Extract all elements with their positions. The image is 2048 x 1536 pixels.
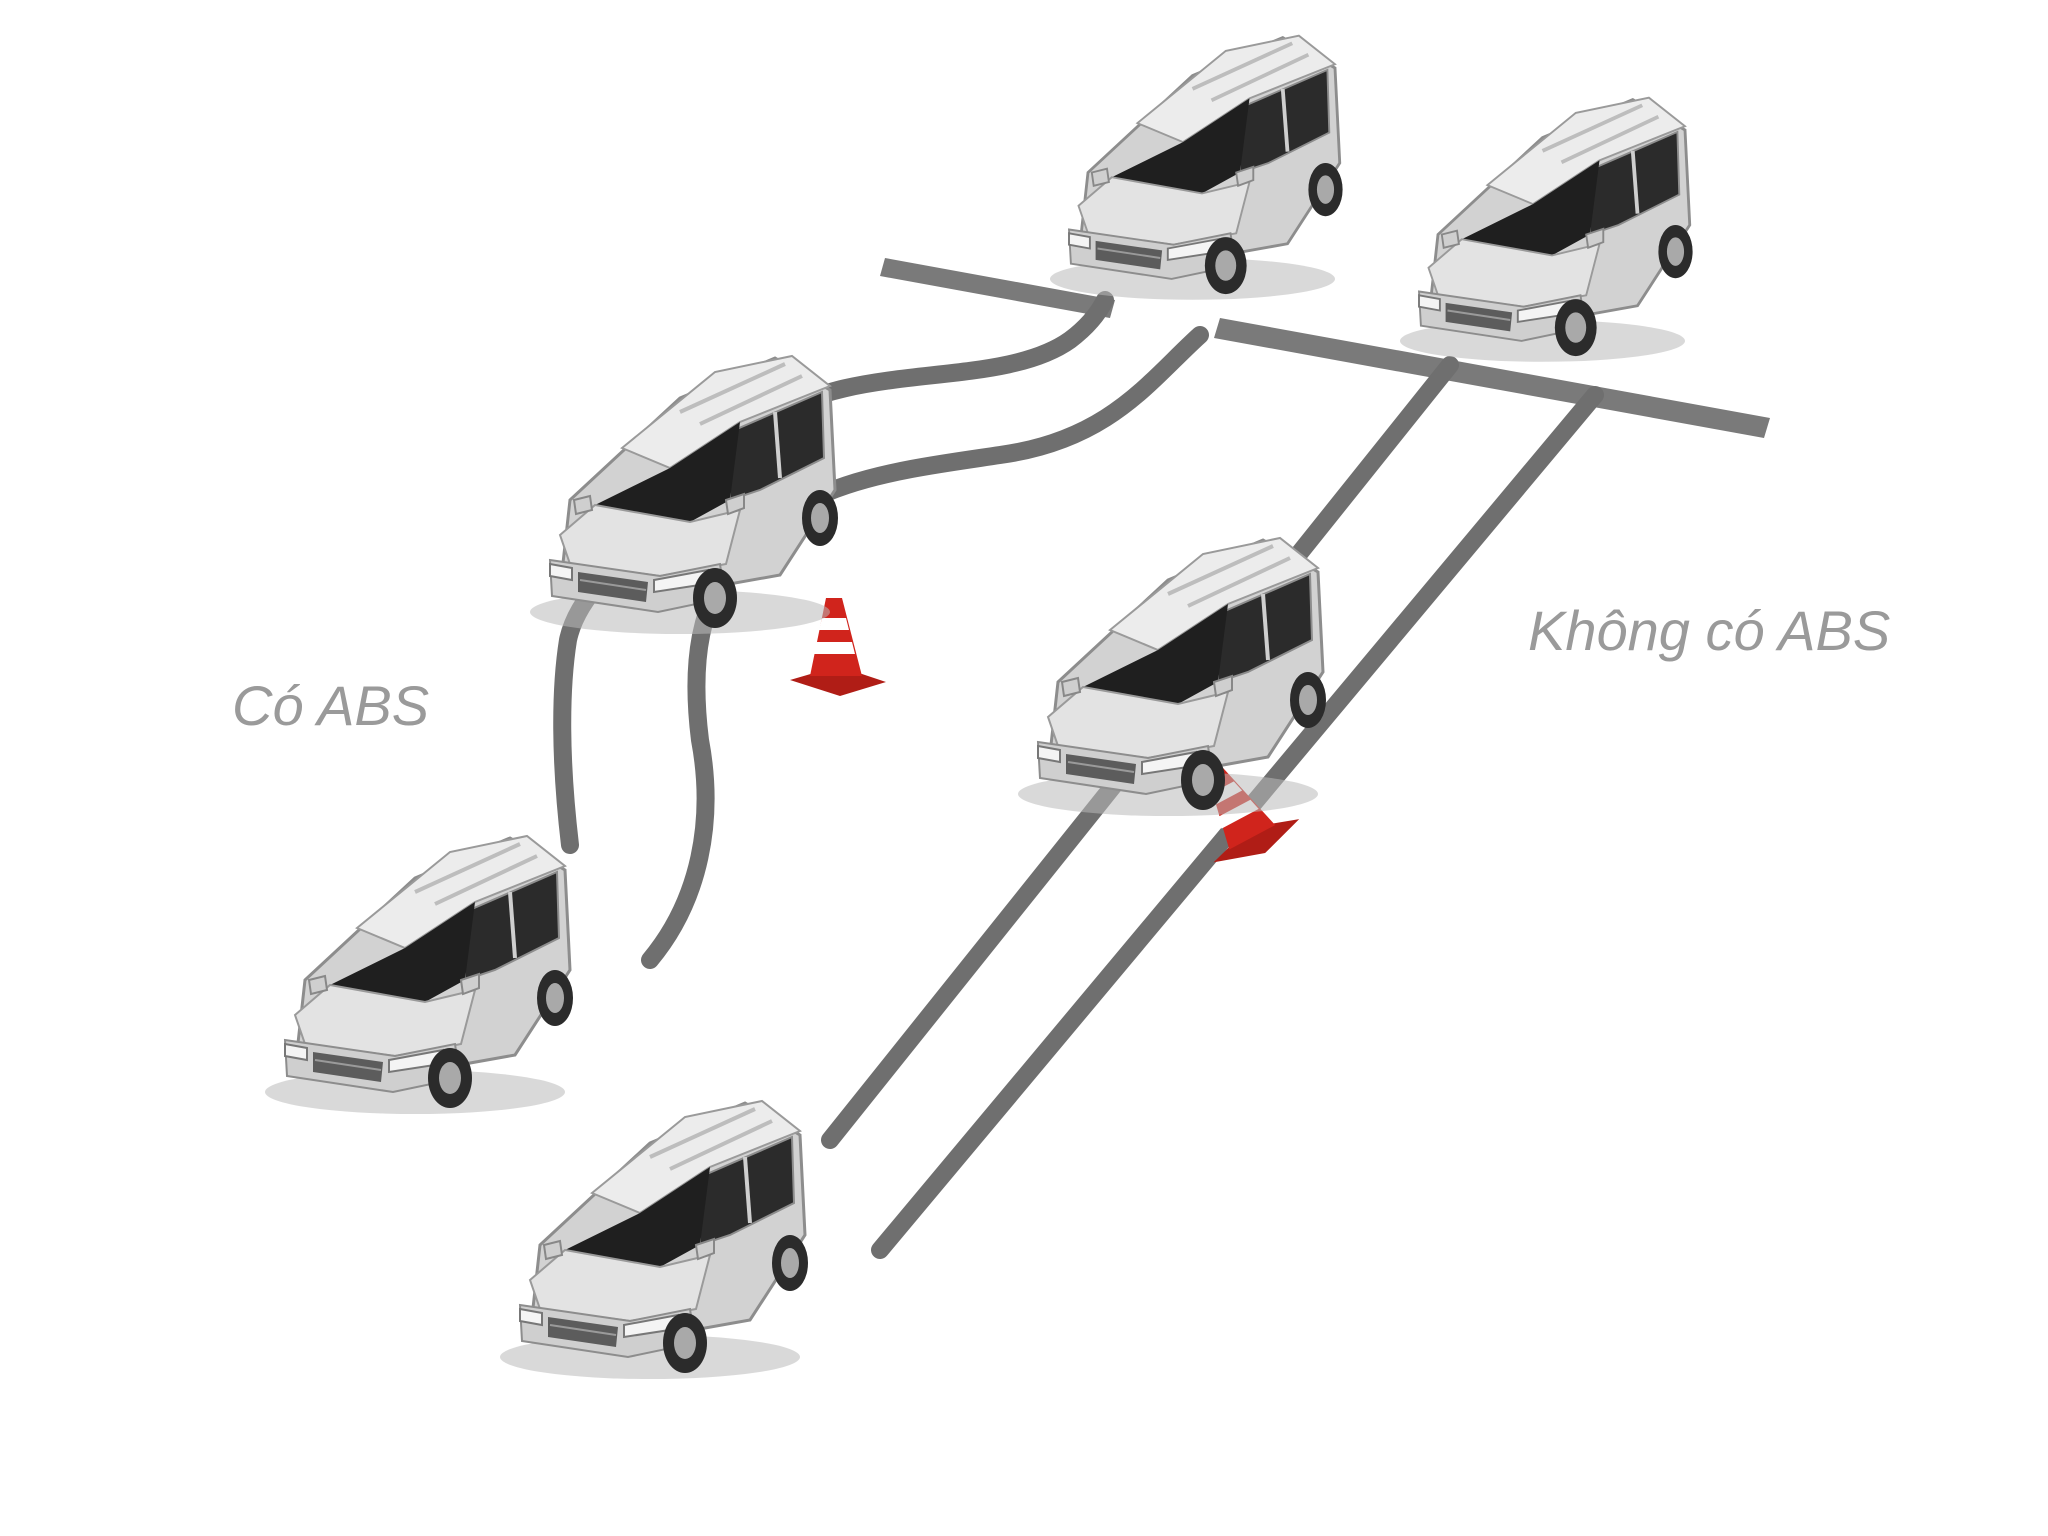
car-abs-start bbox=[263, 834, 575, 1116]
stop-line-right bbox=[1214, 318, 1770, 438]
car-no-abs-start bbox=[498, 1099, 810, 1381]
car-abs-middle bbox=[528, 354, 840, 636]
label-with-abs: Có ABS bbox=[232, 674, 429, 737]
label-without-abs: Không có ABS bbox=[1528, 599, 1890, 662]
stop-line-left bbox=[880, 258, 1115, 318]
car-no-abs-end bbox=[1398, 95, 1695, 364]
car-abs-end bbox=[1048, 33, 1345, 302]
